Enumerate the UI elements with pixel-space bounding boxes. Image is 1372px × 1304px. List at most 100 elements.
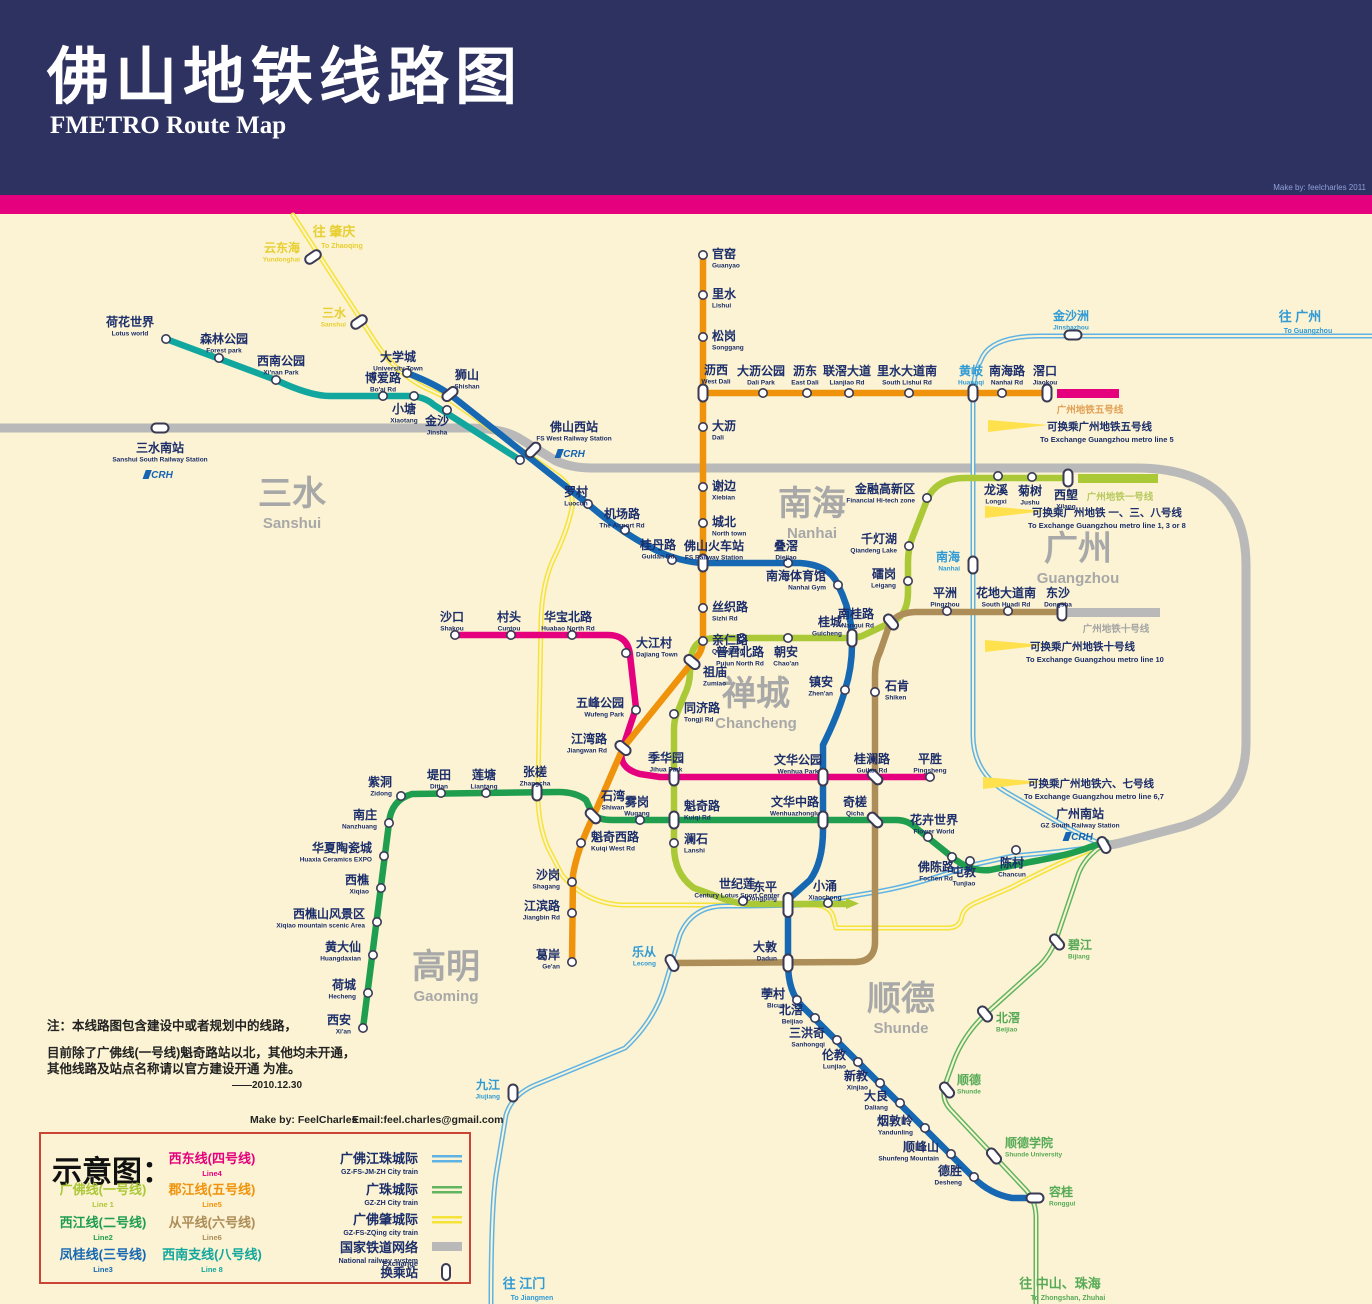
- line-city-gz-green: [941, 840, 1109, 1304]
- line-line6: [668, 608, 1066, 967]
- station-marker-dot: [566, 876, 577, 887]
- legend-item-cn: 西江线(二号线): [60, 1215, 147, 1230]
- station-label-en: Longxi: [985, 499, 1006, 506]
- station-marker-dot: [375, 882, 386, 893]
- legend-item-en: GZ-FS-ZQing city train: [343, 1230, 418, 1237]
- station-label-cn: 紫洞: [368, 774, 392, 789]
- station-marker-dot: [449, 629, 460, 640]
- station-label-en: Ronggui: [1049, 1201, 1076, 1208]
- station-label-en: University Town: [373, 366, 423, 373]
- station-marker-interchange: [668, 767, 680, 787]
- terminal-cn: 往 中山、珠海: [1019, 1276, 1101, 1291]
- station-label-cn: 烟敦岭: [877, 1113, 913, 1128]
- station-marker-dot: [964, 855, 975, 866]
- terminal-en: To Zhaoqing: [321, 243, 362, 250]
- legend-interchange-icon: [441, 1263, 451, 1281]
- station-marker-dot: [791, 994, 802, 1005]
- legend-item-cn: 西东线(四号线): [169, 1151, 256, 1166]
- legend-item-line4: 西东线(四号线)Line4: [169, 1151, 256, 1178]
- station-label-en: Guicheng: [812, 631, 842, 638]
- exchange-text-cn: 可换乘广州地铁十号线: [1030, 640, 1135, 653]
- note-line-4: Make by: FeelCharles: [250, 1114, 358, 1126]
- station-label-cn: 广州南站: [1056, 806, 1104, 821]
- station-marker-dot: [505, 629, 516, 640]
- station-label-cn: 云东海: [264, 240, 300, 255]
- station-label-cn: 九江: [475, 1077, 500, 1092]
- station-label-en: Qiandeng Lake: [850, 548, 897, 555]
- station-label-cn: 博爱路: [365, 370, 402, 385]
- station-marker-dot: [1010, 844, 1021, 855]
- station-label-cn: 魁奇西路: [591, 829, 640, 844]
- legend-item-en: GZ-ZH City train: [364, 1200, 418, 1207]
- station-marker-interchange: [304, 249, 322, 265]
- station-label-en: Desheng: [935, 1180, 962, 1187]
- station-marker-dot: [782, 632, 793, 643]
- station-marker-dot: [367, 949, 378, 960]
- station-marker-dot: [968, 1172, 979, 1183]
- station-label-en: Lianjiao Rd: [829, 380, 864, 387]
- station-label-en: Diejiao: [775, 555, 796, 562]
- station-label-cn: 伦教: [822, 1047, 847, 1062]
- station-marker-interchange: [1025, 1192, 1045, 1204]
- legend-swatch-bottom: [432, 1160, 462, 1163]
- station-label-cn: 澜石: [684, 832, 708, 846]
- station-label-en: Wenhua Park: [777, 769, 818, 776]
- station-marker-dot: [566, 907, 577, 918]
- station-item: [514, 454, 525, 465]
- station-label-en: Bo'ai Rd: [370, 387, 396, 394]
- map-background: [0, 214, 1372, 1304]
- station-label-cn: 森林公园: [200, 331, 248, 346]
- header: 佛山地铁线路图 FMETRO Route Map Make by: feelch…: [0, 0, 1372, 195]
- terminal-en: To Jiangmen: [511, 1295, 554, 1302]
- station-label-en: Sizhi Rd: [712, 616, 738, 623]
- legend-item-cn: 西南支线(八号线): [162, 1247, 262, 1262]
- station-label-cn: 平洲: [933, 586, 957, 600]
- station-label-cn: 德胜: [938, 1163, 962, 1178]
- station-marker-interchange: [614, 739, 632, 757]
- legend-item-en: Line2: [93, 1233, 113, 1242]
- extension-bar-rect: [1078, 474, 1158, 483]
- station-label-cn: 江湾路: [571, 731, 608, 746]
- station-marker-dot: [736, 632, 747, 643]
- station-label-cn: 千灯湖: [861, 531, 897, 546]
- station-label-cn: 南庄: [353, 807, 377, 822]
- legend-item-line6: 从平线(六号线)Line6: [169, 1215, 256, 1242]
- station-marker-dot: [575, 837, 586, 848]
- station-label-cn: 华宝北路: [544, 609, 593, 624]
- station-marker-dot: [945, 1149, 956, 1160]
- station-marker-dot: [619, 524, 630, 535]
- station-marker-dot: [480, 787, 491, 798]
- station-marker-interchange: [1096, 836, 1112, 854]
- station-marker-interchange: [668, 810, 680, 830]
- station-marker-dot: [1002, 605, 1013, 616]
- station-label-cn: 佛山火车站: [683, 538, 744, 553]
